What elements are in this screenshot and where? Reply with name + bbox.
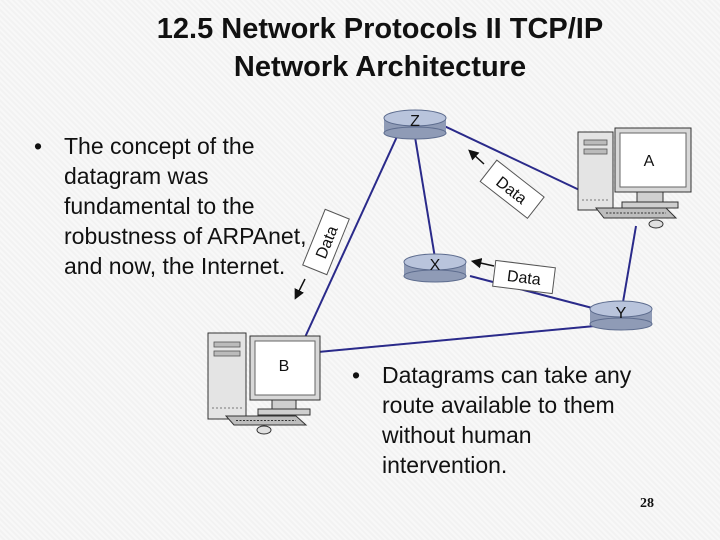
router-z: Z [383, 109, 447, 140]
link-z-b [289, 129, 401, 371]
bullet-datagram-concept: • The concept of the datagram was fundam… [34, 131, 324, 281]
tower-icon [577, 131, 614, 211]
link-z-x [414, 136, 436, 259]
computer-b-label: B [279, 358, 290, 375]
mouse-icon [256, 425, 272, 435]
monitor-icon [614, 127, 692, 209]
link-z-a [439, 123, 591, 196]
link-y-a [621, 225, 637, 309]
computer-b: B [207, 332, 321, 435]
title-line-1: 12.5 Network Protocols II TCP/IP [156, 13, 604, 45]
bullet-marker: • [352, 362, 361, 388]
packet-label-2: Data [506, 268, 542, 289]
packet-z-a: Data [468, 149, 545, 220]
page-number: 28 [640, 496, 654, 511]
computer-a-label: A [644, 153, 655, 170]
computer-a: A [577, 127, 692, 229]
bullet-text: The concept of the datagram was fundamen… [64, 133, 307, 279]
router-y: Y [589, 300, 653, 331]
bullet-text: Datagrams can take any route available t… [382, 362, 632, 478]
link-x-y [469, 275, 601, 311]
router-x-label: X [430, 257, 441, 274]
bullet-datagram-routes: • Datagrams can take any route available… [352, 360, 652, 480]
router-z-label: Z [410, 113, 420, 130]
monitor-icon [249, 335, 321, 416]
slide-title: 12.5 Network Protocols II TCP/IP Network… [0, 10, 720, 86]
mouse-icon [648, 219, 664, 229]
router-x: X [403, 253, 467, 283]
link-y-b [317, 325, 596, 353]
network-links [289, 123, 637, 371]
bullet-marker: • [34, 133, 43, 159]
tower-icon [207, 332, 247, 420]
keyboard-icon [224, 415, 308, 426]
packet-z-b: Data [294, 208, 350, 300]
title-line-2: Network Architecture [233, 51, 527, 83]
keyboard-icon [594, 207, 678, 219]
packet-x-y: Data [470, 258, 556, 295]
router-y-label: Y [616, 305, 627, 322]
